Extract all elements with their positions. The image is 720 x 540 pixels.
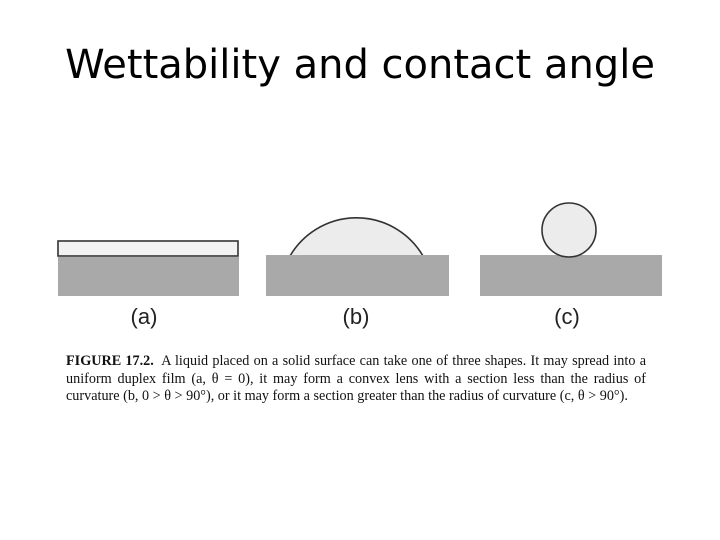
panel-label-b: (b) (316, 304, 396, 330)
solid-surface-b (266, 255, 449, 296)
panel-label-a: (a) (104, 304, 184, 330)
solid-surface-c (480, 255, 662, 296)
panel-c (480, 203, 662, 296)
solid-surface-a (58, 257, 239, 296)
panel-b (266, 218, 449, 296)
liquid-film (58, 241, 238, 256)
panel-label-c: (c) (527, 304, 607, 330)
liquid-lens (290, 218, 423, 256)
panel-a (58, 241, 239, 296)
liquid-droplet (542, 203, 596, 257)
figure-number: FIGURE 17.2. (66, 353, 154, 369)
figure-caption: FIGURE 17.2. A liquid placed on a solid … (66, 353, 646, 406)
